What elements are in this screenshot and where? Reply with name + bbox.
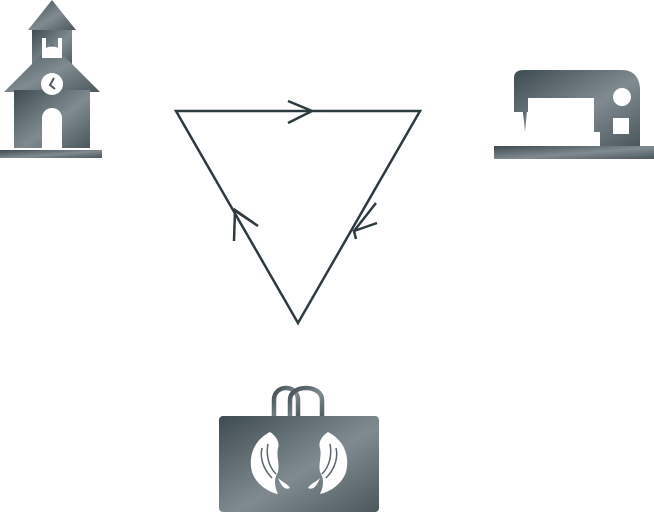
sewing-machine-icon: [494, 70, 654, 159]
cycle-triangle: [173, 99, 423, 326]
arrow-school-to-sewing: [287, 99, 316, 125]
shopping-bag-with-wings-icon: [219, 385, 379, 512]
schoolhouse-icon: [0, 0, 102, 158]
triangle-outline: [173, 109, 423, 326]
arrow-bag-to-school: [232, 207, 259, 242]
arrow-sewing-to-bag: [352, 202, 378, 240]
